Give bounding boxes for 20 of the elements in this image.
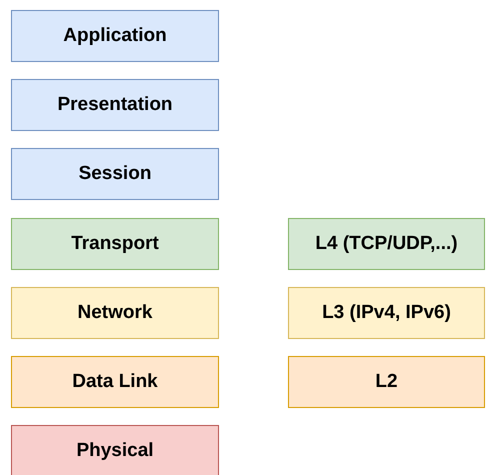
layer-label: L2 [375, 371, 398, 393]
layer-label: Application [63, 25, 167, 47]
layer-box [288, 287, 485, 339]
layer-box [11, 79, 219, 131]
layer-box [288, 356, 485, 408]
layer-label: Data Link [72, 371, 158, 393]
layer-label: Transport [71, 233, 159, 255]
layer-box [11, 218, 219, 270]
layer-label: Network [78, 302, 152, 324]
layer-box [288, 218, 485, 270]
layer-box [11, 287, 219, 339]
layer-box [11, 356, 219, 408]
layer-label: L4 (TCP/UDP,...) [315, 233, 458, 255]
layer-box [11, 425, 219, 475]
layer-box [11, 148, 219, 200]
layer-label: Physical [76, 440, 154, 462]
layer-label: L3 (IPv4, IPv6) [322, 302, 451, 324]
layer-label: Session [78, 163, 152, 185]
layer-label: Presentation [57, 94, 173, 116]
layer-box [11, 10, 219, 62]
